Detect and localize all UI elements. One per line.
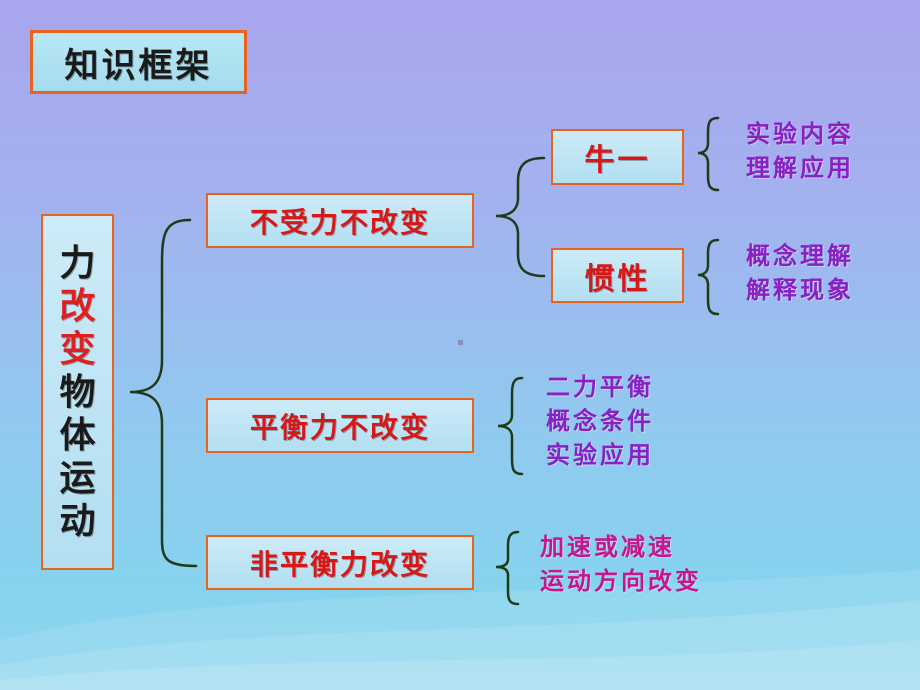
branch-label: 非平衡力改变 — [249, 547, 430, 581]
node-newton-first-law: 牛一 — [551, 129, 684, 185]
leaf-item: 二力平衡 — [546, 373, 654, 401]
root-char: 动 — [59, 500, 96, 542]
leaf-group-newton: 实验内容 理解应用 — [746, 117, 854, 185]
root-char: 变 — [59, 328, 96, 370]
decorative-dot — [458, 340, 463, 345]
branch-balanced-force: 平衡力不改变 — [206, 398, 474, 453]
leaf-item: 理解应用 — [746, 154, 854, 182]
root-char: 力 — [59, 242, 96, 284]
root-char: 运 — [59, 457, 96, 499]
leaf-item: 加速或减速 — [540, 533, 675, 561]
root-char: 物 — [59, 371, 96, 413]
node-label: 牛一 — [584, 143, 651, 178]
leaf-item: 运动方向改变 — [540, 567, 702, 595]
title-box: 知识框架 — [30, 30, 247, 94]
page-title: 知识框架 — [64, 45, 213, 86]
root-node: 力 改 变 物 体 运 动 — [41, 214, 114, 570]
leaf-item: 实验应用 — [546, 441, 654, 469]
leaf-group-inertia: 概念理解 解释现象 — [746, 239, 854, 307]
leaf-group-balanced: 二力平衡 概念条件 实验应用 — [546, 370, 654, 472]
node-label: 惯性 — [584, 261, 651, 297]
leaf-group-unbalanced: 加速或减速 运动方向改变 — [540, 530, 702, 598]
root-char: 体 — [59, 414, 96, 456]
branch-no-force: 不受力不改变 — [206, 193, 474, 248]
leaf-item: 概念理解 — [746, 242, 854, 270]
node-inertia: 惯性 — [551, 248, 684, 303]
leaf-item: 概念条件 — [546, 407, 654, 435]
leaf-item: 解释现象 — [746, 276, 854, 304]
leaf-item: 实验内容 — [746, 120, 854, 148]
branch-label: 不受力不改变 — [249, 205, 430, 239]
root-char: 改 — [59, 285, 96, 327]
branch-unbalanced-force: 非平衡力改变 — [206, 535, 474, 590]
branch-label: 平衡力不改变 — [249, 410, 430, 444]
